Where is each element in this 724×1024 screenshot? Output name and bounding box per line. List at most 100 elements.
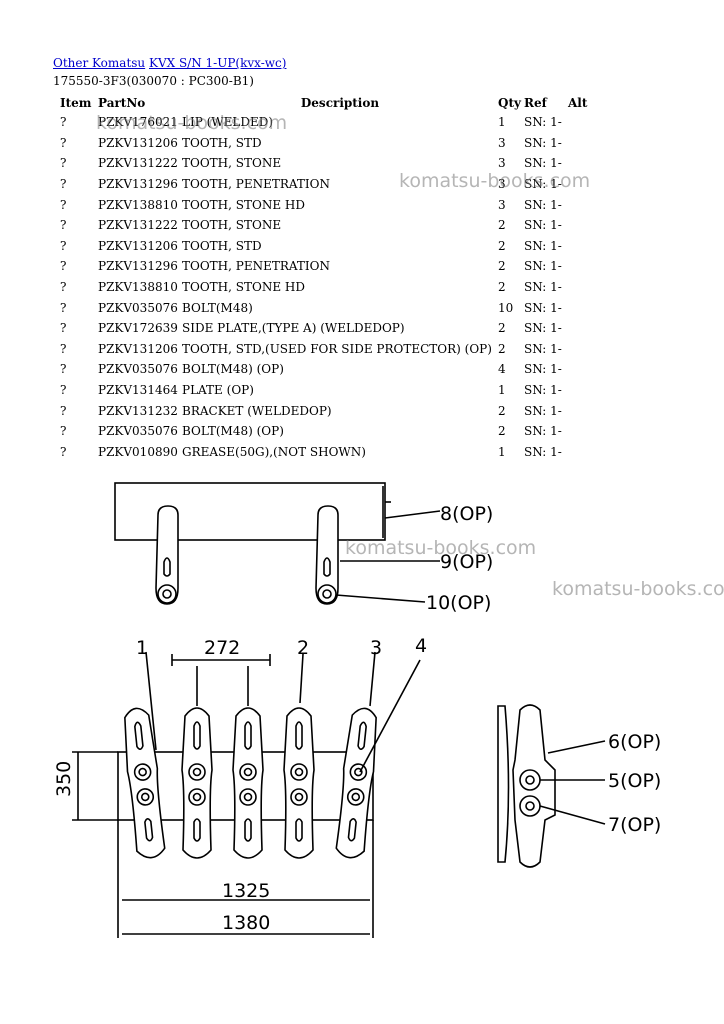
cell-partno: PZKV131464 bbox=[98, 383, 178, 398]
cell-item: ? bbox=[60, 259, 67, 274]
header-qty: Qty bbox=[498, 95, 521, 110]
cell-item: ? bbox=[60, 341, 67, 356]
callout-3: 3 bbox=[370, 637, 382, 659]
cell-qty: 3 bbox=[498, 135, 506, 150]
cell-partno: PZKV131206 bbox=[98, 341, 178, 356]
cell-partno: PZKV131206 bbox=[98, 135, 178, 150]
cell-ref: SN: 1- bbox=[524, 444, 562, 459]
dimension-1380: 1380 bbox=[222, 912, 270, 934]
cell-alt bbox=[568, 215, 608, 236]
callout-10: 10(OP) bbox=[426, 592, 491, 614]
callout-9: 9(OP) bbox=[440, 551, 493, 573]
cell-partno: PZKV131296 bbox=[98, 259, 178, 274]
cell-description: TOOTH, STONE bbox=[182, 156, 282, 171]
cell-item: ? bbox=[60, 135, 67, 150]
cell-alt bbox=[568, 153, 608, 174]
cell-description: TOOTH, STONE bbox=[182, 218, 282, 233]
cell-item: ? bbox=[60, 444, 67, 459]
cell-ref: SN: 1- bbox=[524, 238, 562, 253]
cell-partno: PZKV176021 bbox=[98, 115, 178, 130]
cell-partno: PZKV172639 bbox=[98, 321, 178, 336]
side-protector-view bbox=[114, 482, 441, 605]
cell-item: ? bbox=[60, 321, 67, 336]
cell-qty: 2 bbox=[498, 341, 506, 356]
cell-partno: PZKV131222 bbox=[98, 156, 178, 171]
breadcrumb-link-other-komatsu[interactable]: Other Komatsu bbox=[53, 56, 146, 70]
cell-qty: 2 bbox=[498, 403, 506, 418]
cell-alt bbox=[568, 442, 608, 463]
callout-4: 4 bbox=[415, 635, 427, 657]
cell-qty: 10 bbox=[498, 300, 514, 315]
callout-6: 6(OP) bbox=[608, 731, 661, 753]
cell-ref: SN: 1- bbox=[524, 218, 562, 233]
cell-item: ? bbox=[60, 280, 67, 295]
cell-qty: 4 bbox=[498, 362, 506, 377]
cell-description: TOOTH, STD bbox=[182, 238, 262, 253]
cell-item: ? bbox=[60, 238, 67, 253]
header-alt: Alt bbox=[568, 95, 588, 110]
cell-ref: SN: 1- bbox=[524, 280, 562, 295]
cell-ref: SN: 1- bbox=[524, 403, 562, 418]
cell-item: ? bbox=[60, 300, 67, 315]
cell-qty: 3 bbox=[498, 197, 506, 212]
cell-qty: 2 bbox=[498, 238, 506, 253]
cell-ref: SN: 1- bbox=[524, 115, 562, 130]
table-row: ? PZKV131222 TOOTH, STONE 3 SN: 1- bbox=[56, 153, 608, 174]
cell-partno: PZKV138810 bbox=[98, 197, 178, 212]
cell-item: ? bbox=[60, 115, 67, 130]
bucket-tooth bbox=[181, 707, 213, 859]
cell-alt bbox=[568, 400, 608, 421]
breadcrumb-link-kvx[interactable]: KVX S/N 1-UP(kvx-wc) bbox=[148, 56, 287, 70]
cell-qty: 3 bbox=[498, 156, 506, 171]
cell-qty: 2 bbox=[498, 424, 506, 439]
cell-description: BOLT(M48) (OP) bbox=[182, 424, 284, 439]
cell-alt bbox=[568, 380, 608, 401]
cell-description: BOLT(M48) (OP) bbox=[182, 362, 284, 377]
cell-item: ? bbox=[60, 156, 67, 171]
breadcrumb: Other Komatsu KVX S/N 1-UP(kvx-wc) bbox=[53, 56, 286, 70]
cell-item: ? bbox=[60, 197, 67, 212]
bucket-tooth bbox=[283, 707, 315, 859]
callout-5: 5(OP) bbox=[608, 770, 661, 792]
cell-qty: 2 bbox=[498, 321, 506, 336]
bucket-tooth bbox=[232, 707, 264, 859]
header-ref: Ref bbox=[524, 95, 547, 110]
cell-alt bbox=[568, 256, 608, 277]
cell-description: TOOTH, STONE HD bbox=[182, 280, 305, 295]
cell-description: TOOTH, STD,(USED FOR SIDE PROTECTOR) (OP… bbox=[182, 341, 492, 356]
cell-item: ? bbox=[60, 218, 67, 233]
side-tooth bbox=[155, 505, 179, 605]
header-item: Item bbox=[60, 95, 92, 110]
dimension-350: 350 bbox=[53, 761, 75, 797]
bucket-front-view bbox=[72, 651, 421, 938]
cell-alt bbox=[568, 421, 608, 442]
callout-7: 7(OP) bbox=[608, 814, 661, 836]
dimension-1325: 1325 bbox=[222, 880, 270, 902]
table-header-row: Item PartNo Description Qty Ref Alt bbox=[56, 93, 608, 112]
cell-ref: SN: 1- bbox=[524, 362, 562, 377]
cell-description: TOOTH, STONE HD bbox=[182, 197, 305, 212]
cell-ref: SN: 1- bbox=[524, 383, 562, 398]
cell-ref: SN: 1- bbox=[524, 177, 562, 192]
cell-qty: 1 bbox=[498, 115, 506, 130]
cell-item: ? bbox=[60, 383, 67, 398]
cell-item: ? bbox=[60, 403, 67, 418]
cell-partno: PZKV035076 bbox=[98, 300, 178, 315]
side-view bbox=[497, 704, 606, 868]
cell-ref: SN: 1- bbox=[524, 321, 562, 336]
callout-1: 1 bbox=[136, 637, 148, 659]
parts-diagram: 8(OP) 9(OP) 10(OP) 1 2 3 4 272 6(OP) 5(O… bbox=[53, 482, 661, 938]
cell-partno: PZKV131232 bbox=[98, 403, 178, 418]
bucket-tooth bbox=[335, 707, 377, 859]
cell-ref: SN: 1- bbox=[524, 156, 562, 171]
cell-partno: PZKV035076 bbox=[98, 362, 178, 377]
cell-alt bbox=[568, 297, 608, 318]
